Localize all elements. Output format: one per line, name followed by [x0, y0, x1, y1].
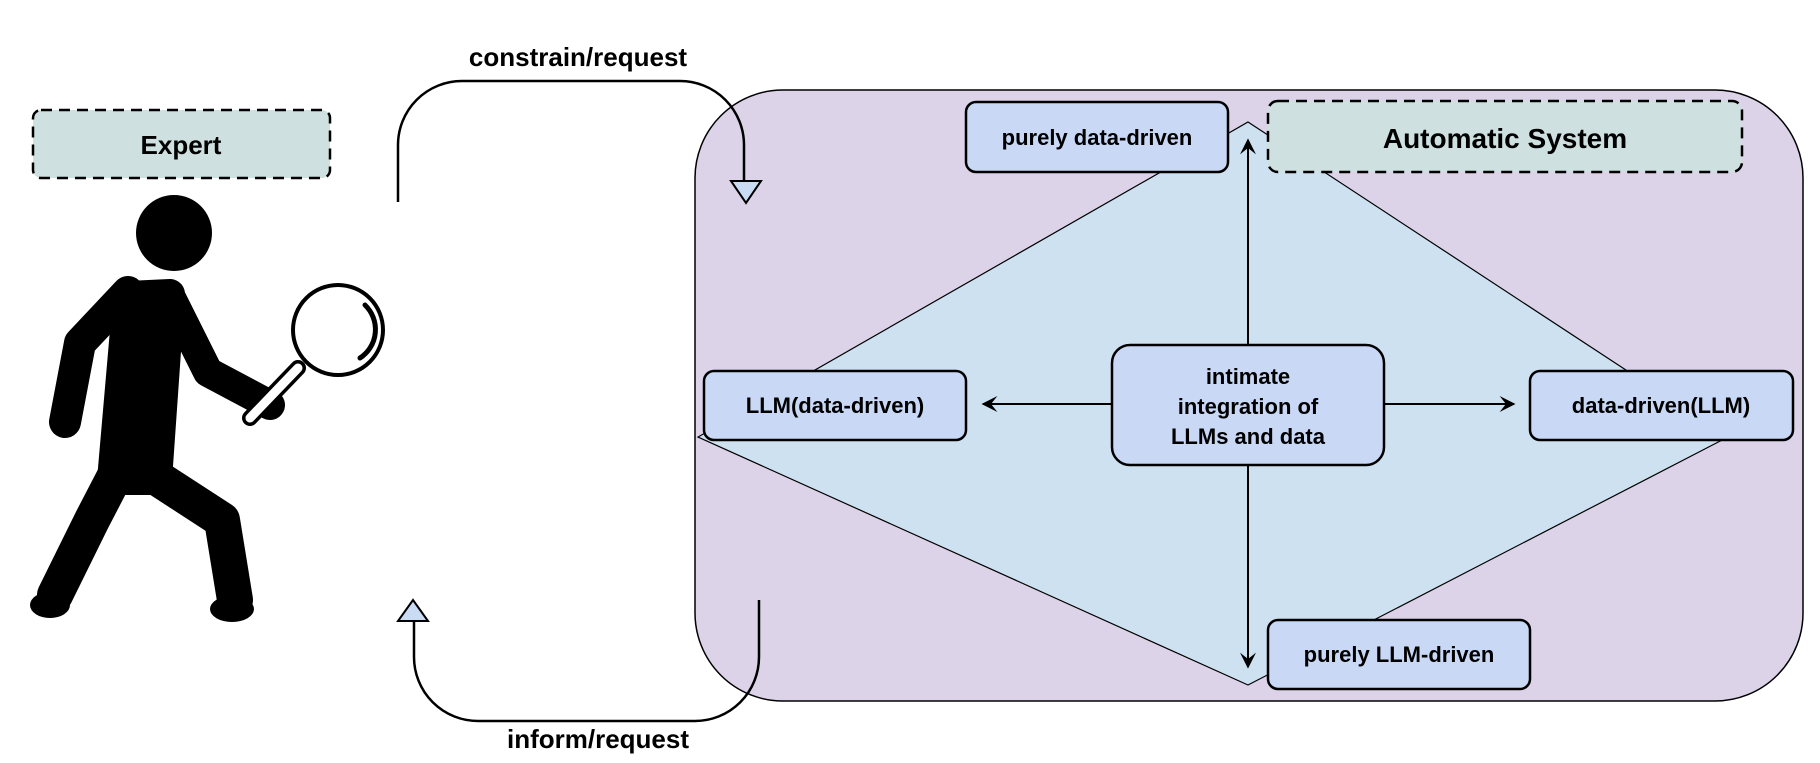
- node-llm-data-driven-label: LLM(data-driven): [746, 393, 924, 418]
- expert-label-text: Expert: [141, 130, 222, 160]
- loop-bottom-arrowhead: [396, 598, 430, 622]
- node-llm-data-driven: LLM(data-driven): [702, 369, 968, 442]
- center-line-2: integration of: [1178, 394, 1319, 419]
- center-node: intimate integration of LLMs and data: [1110, 343, 1386, 467]
- node-purely-data-driven-label: purely data-driven: [1002, 125, 1193, 150]
- node-purely-llm-driven: purely LLM-driven: [1266, 618, 1532, 691]
- automatic-system-label: Automatic System: [1266, 99, 1744, 174]
- loop-top-arrowhead: [729, 180, 763, 205]
- expert-label: Expert: [31, 108, 332, 180]
- node-data-driven-llm-label: data-driven(LLM): [1572, 393, 1750, 418]
- center-line-3: LLMs and data: [1171, 424, 1326, 449]
- person-with-magnifier-icon: [30, 195, 385, 622]
- node-purely-data-driven: purely data-driven: [964, 100, 1230, 174]
- loop-bottom-label: inform/request: [507, 724, 689, 754]
- loop-bottom-arc: [412, 600, 761, 723]
- center-line-1: intimate: [1206, 364, 1290, 389]
- loop-top-arc: [396, 79, 746, 202]
- loop-top-label: constrain/request: [469, 42, 688, 72]
- automatic-system-text: Automatic System: [1383, 123, 1627, 154]
- node-purely-llm-driven-label: purely LLM-driven: [1304, 642, 1495, 667]
- node-data-driven-llm: data-driven(LLM): [1528, 369, 1795, 442]
